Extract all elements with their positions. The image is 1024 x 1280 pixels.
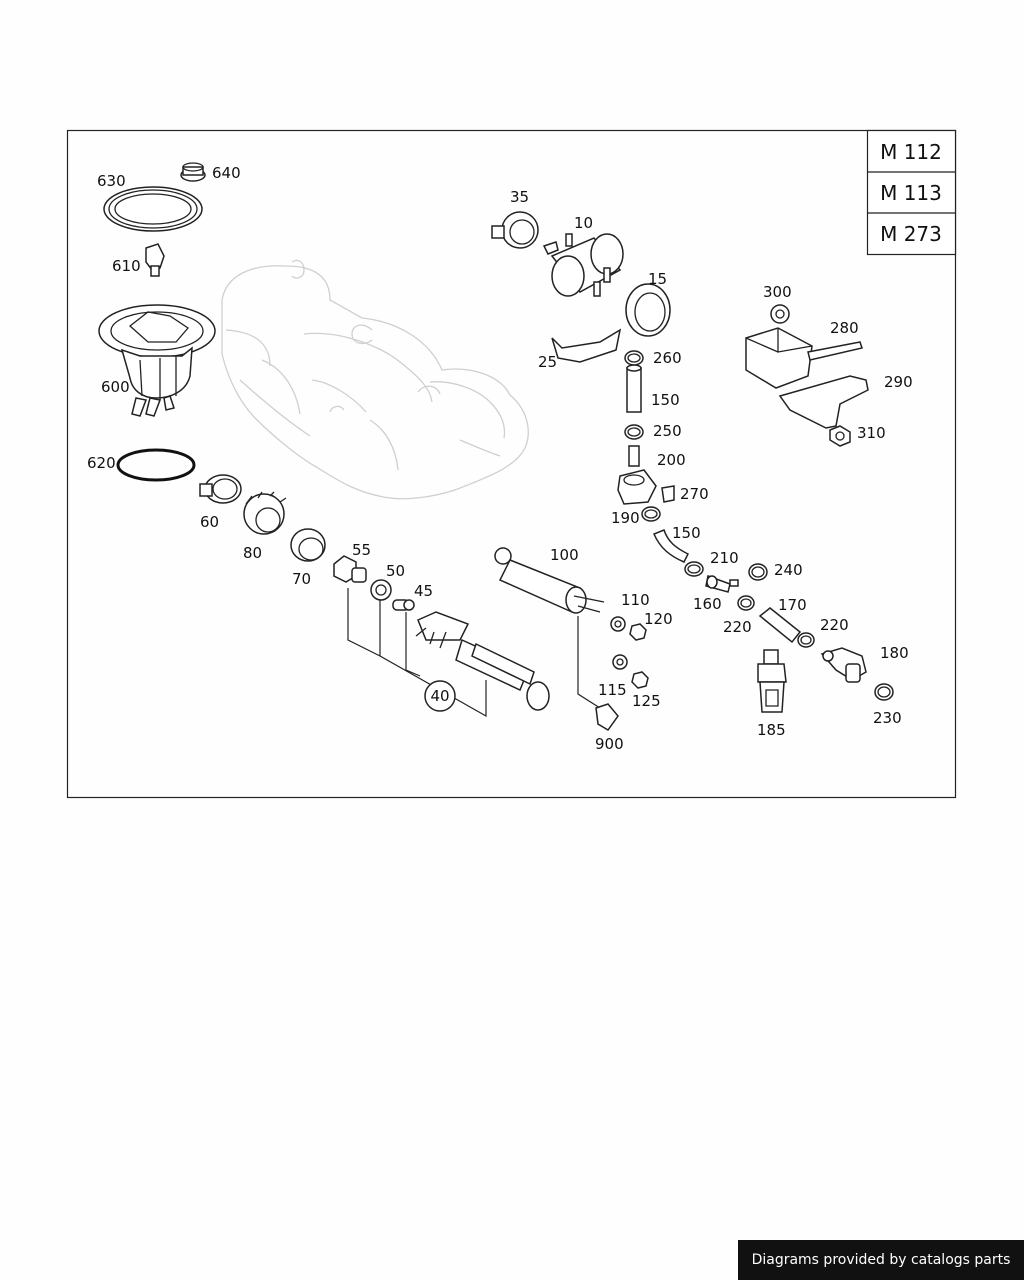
seal-ring-part — [116, 448, 196, 482]
fuel-tank-ghost — [221, 259, 529, 500]
part-label-15: 15 — [648, 270, 667, 288]
engine-code-m112: M 112 — [880, 140, 942, 164]
part-label-125: 125 — [632, 692, 661, 710]
footer-credit: Diagrams provided by catalogs parts — [738, 1240, 1024, 1280]
sleeve-part — [290, 528, 326, 562]
hose-clamp-part — [684, 561, 704, 577]
banjo-bolt-part — [333, 555, 367, 583]
valve-part — [820, 647, 867, 683]
lock-washer-part — [612, 654, 628, 670]
part-label-270: 270 — [680, 485, 709, 503]
part-label-220a: 220 — [723, 618, 752, 636]
flange-gasket-part — [103, 186, 203, 232]
hose-clamp-part — [737, 595, 755, 611]
part-labels: 630 640 610 600 620 60 80 70 55 50 45 40… — [87, 164, 913, 753]
part-label-630: 630 — [97, 172, 126, 190]
sensor-connector-part — [145, 243, 165, 277]
mounting-bracket-part — [778, 375, 869, 429]
filter-sleeve-part — [625, 283, 671, 337]
part-label-230: 230 — [873, 709, 902, 727]
hose-clamp-part — [641, 506, 661, 522]
part-label-290: 290 — [884, 373, 913, 391]
fuel-hose-part — [758, 607, 802, 644]
part-label-120: 120 — [644, 610, 673, 628]
part-label-150a: 150 — [651, 391, 680, 409]
nut-part — [631, 671, 649, 689]
part-label-115: 115 — [598, 681, 627, 699]
part-label-50: 50 — [386, 562, 405, 580]
part-label-300: 300 — [763, 283, 792, 301]
fuel-hose-part — [626, 364, 642, 413]
nut-part — [629, 623, 647, 641]
cable-tie-part — [577, 616, 619, 731]
pressure-regulator-part — [617, 445, 657, 505]
diagram-frame — [66, 129, 957, 799]
part-label-200: 200 — [657, 451, 686, 469]
part-label-45: 45 — [414, 582, 433, 600]
part-label-250: 250 — [653, 422, 682, 440]
part-label-260: 260 — [653, 349, 682, 367]
part-label-280: 280 — [830, 319, 859, 337]
part-label-160: 160 — [693, 595, 722, 613]
part-label-220b: 220 — [820, 616, 849, 634]
part-label-190: 190 — [611, 509, 640, 527]
damper-part — [494, 547, 605, 614]
engine-table: M 112 M 113 M 273 — [866, 129, 957, 256]
part-label-185: 185 — [757, 721, 786, 739]
fuel-filter-part — [542, 233, 624, 297]
part-label-150b: 150 — [672, 524, 701, 542]
fuel-hose-part — [653, 529, 690, 563]
control-unit-part — [745, 327, 863, 389]
nut-part — [829, 425, 851, 447]
fuel-filter-clamp-part — [491, 211, 539, 249]
part-label-640: 640 — [212, 164, 241, 182]
engine-code-m113: M 113 — [880, 181, 942, 205]
washer-part — [370, 579, 392, 601]
hose-clamp-part — [624, 424, 644, 440]
clip-part — [661, 485, 675, 503]
part-label-210: 210 — [710, 549, 739, 567]
part-label-70: 70 — [292, 570, 311, 588]
hose-clamp-part — [624, 350, 644, 366]
washer-part — [770, 304, 790, 324]
part-label-310: 310 — [857, 424, 886, 442]
part-label-100: 100 — [550, 546, 579, 564]
part-label-610: 610 — [112, 257, 141, 275]
part-label-240: 240 — [774, 561, 803, 579]
hose-clamp-part — [748, 563, 768, 581]
fuel-pump-part — [415, 611, 550, 711]
part-label-110: 110 — [621, 591, 650, 609]
hose-clamp-part — [199, 474, 242, 504]
callout-bracket — [347, 588, 487, 718]
part-label-55: 55 — [352, 541, 371, 559]
fitting-part — [392, 599, 415, 611]
part-label-35: 35 — [510, 188, 529, 206]
part-label-600: 600 — [101, 378, 130, 396]
part-label-80: 80 — [243, 544, 262, 562]
pressure-sensor-part — [757, 649, 787, 713]
fuel-pump-module-part — [98, 304, 216, 417]
retaining-ring-part — [243, 491, 287, 535]
part-label-60: 60 — [200, 513, 219, 531]
part-label-620: 620 — [87, 454, 116, 472]
part-label-180: 180 — [880, 644, 909, 662]
hose-clamp-part — [874, 683, 894, 701]
lock-washer-part — [610, 616, 626, 632]
part-label-900: 900 — [595, 735, 624, 753]
part-label-10: 10 — [574, 214, 593, 232]
part-label-25: 25 — [538, 353, 557, 371]
part-label-40: 40 — [430, 687, 449, 705]
part-label-170: 170 — [778, 596, 807, 614]
hose-clamp-part — [797, 632, 815, 648]
hose-connector-part — [705, 574, 739, 593]
engine-code-m273: M 273 — [880, 222, 942, 246]
nut-part — [180, 162, 206, 182]
filter-bracket-part — [551, 328, 622, 363]
